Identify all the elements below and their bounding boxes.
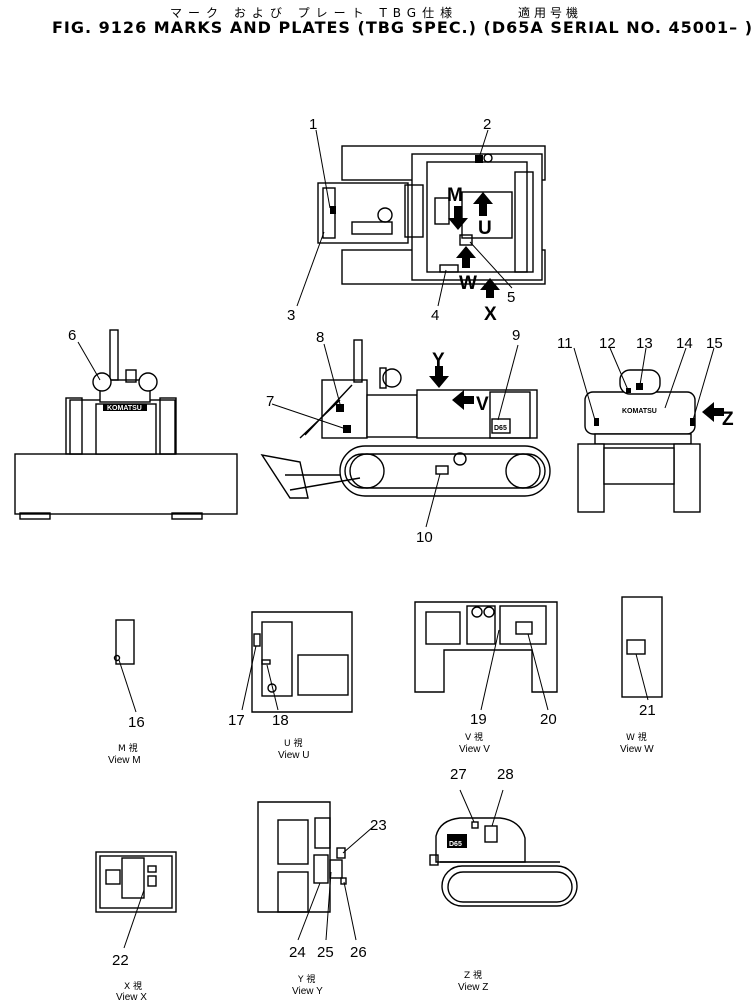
arrow-label-y: Y [432,350,445,371]
callout-21: 21 [639,702,656,719]
callout-3: 3 [287,307,295,324]
arrow-label-v: V [476,394,489,415]
d65-plate-z: D65 [449,841,462,848]
figure-title: FIG. 9126 MARKS AND PLATES (TBG SPEC.) (… [52,18,753,37]
callout-28: 28 [497,766,514,783]
callout-6: 6 [68,327,76,344]
callout-23: 23 [370,817,387,834]
callout-17: 17 [228,712,245,729]
view-w-caption: View W [620,744,654,755]
komatsu-plate-front: KOMATSU [107,405,142,412]
rear-view-drawing [577,369,724,513]
callout-14: 14 [676,335,693,352]
side-view-drawing [260,339,551,499]
callout-27: 27 [450,766,467,783]
callout-7: 7 [266,393,274,410]
view-x-caption: View X [116,992,147,1002]
view-u-caption: View U [278,750,310,761]
callout-13: 13 [636,335,653,352]
callout-8: 8 [316,329,324,346]
callout-5: 5 [507,289,515,306]
view-u-caption-jp: U 視 [284,737,302,749]
d65-plate-side: D65 [494,425,507,432]
view-y-caption-jp: Y 視 [297,973,315,985]
front-view-drawing [14,329,238,520]
view-v-drawing [414,601,558,693]
callout-26: 26 [350,944,367,961]
callout-2: 2 [483,116,491,133]
top-view-drawing [317,145,546,298]
komatsu-plate-rear: KOMATSU [622,408,657,415]
callout-1: 1 [309,116,317,133]
callout-12: 12 [599,335,616,352]
arrow-label-z: Z [722,409,734,430]
view-x-caption-jp: X 視 [124,980,142,992]
view-m-caption-jp: M 視 [118,742,138,754]
callout-19: 19 [470,711,487,728]
view-u-drawing [251,611,353,713]
view-x-drawing [95,851,177,913]
view-y-drawing [257,801,347,913]
title-japanese: マーク および プレート TBG仕様 [170,6,459,20]
title-japanese-serial: 適用号機 [518,6,583,20]
view-y-caption: View Y [292,986,323,997]
callout-11: 11 [557,335,573,352]
callout-24: 24 [289,944,306,961]
view-w-caption-jp: W 視 [626,731,647,743]
callout-25: 25 [317,944,334,961]
arrow-label-w: W [459,273,477,294]
arrow-label-x: X [484,304,497,325]
view-m-caption: View M [108,755,141,766]
view-v-caption: View V [459,744,490,755]
view-w-drawing [621,596,663,698]
callout-15: 15 [706,335,723,352]
callout-10: 10 [416,529,433,546]
arrow-label-u: U [478,218,492,239]
view-v-caption-jp: V 視 [465,731,483,743]
view-z-caption-jp: Z 視 [464,969,482,981]
callout-18: 18 [272,712,289,729]
callout-4: 4 [431,307,439,324]
callout-20: 20 [540,711,557,728]
callout-16: 16 [128,714,145,731]
callout-22: 22 [112,952,129,969]
view-z-caption: View Z [458,982,488,993]
arrow-label-m: M [447,185,463,206]
view-m-drawing [113,619,135,665]
callout-9: 9 [512,327,520,344]
view-z-drawing [429,817,578,907]
